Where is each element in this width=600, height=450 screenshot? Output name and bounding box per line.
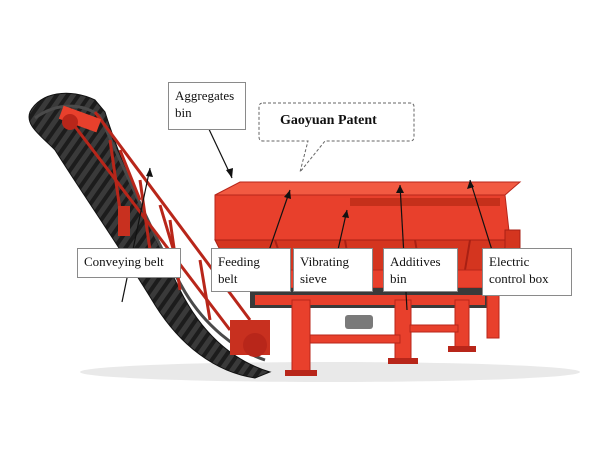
callout-text: Gaoyuan Patent: [280, 113, 377, 128]
label-aggregates-bin-line1: Aggregates: [175, 88, 235, 103]
conveying-belt-body: [28, 92, 272, 379]
label-electric-control-box-line1: Electric: [489, 254, 530, 269]
label-conveying-belt: Conveying belt: [77, 248, 181, 278]
label-electric-control-box-line2: control box: [489, 271, 549, 286]
label-additives-bin-line2: bin: [390, 271, 407, 286]
ground-shadow: [80, 362, 580, 382]
callout-bubble: [258, 102, 415, 173]
label-additives-bin-line1: Additives: [390, 254, 441, 269]
label-vibrating-sieve-line2: sieve: [300, 271, 327, 286]
label-feeding-belt-line2: belt: [218, 271, 238, 286]
label-aggregates-bin: Aggregates bin: [168, 82, 246, 130]
label-feeding-belt-line1: Feeding: [218, 254, 260, 269]
label-conveying-belt-line1: Conveying belt: [84, 254, 164, 269]
label-aggregates-bin-line2: bin: [175, 105, 192, 120]
label-additives-bin: Additives bin: [383, 248, 458, 292]
label-feeding-belt: Feeding belt: [211, 248, 291, 292]
arrow-heads: [146, 168, 474, 218]
conveyor-frame-parts: [58, 105, 270, 357]
label-vibrating-sieve-line1: Vibrating: [300, 254, 350, 269]
label-electric-control-box: Electric control box: [482, 248, 572, 296]
label-vibrating-sieve: Vibrating sieve: [293, 248, 373, 292]
